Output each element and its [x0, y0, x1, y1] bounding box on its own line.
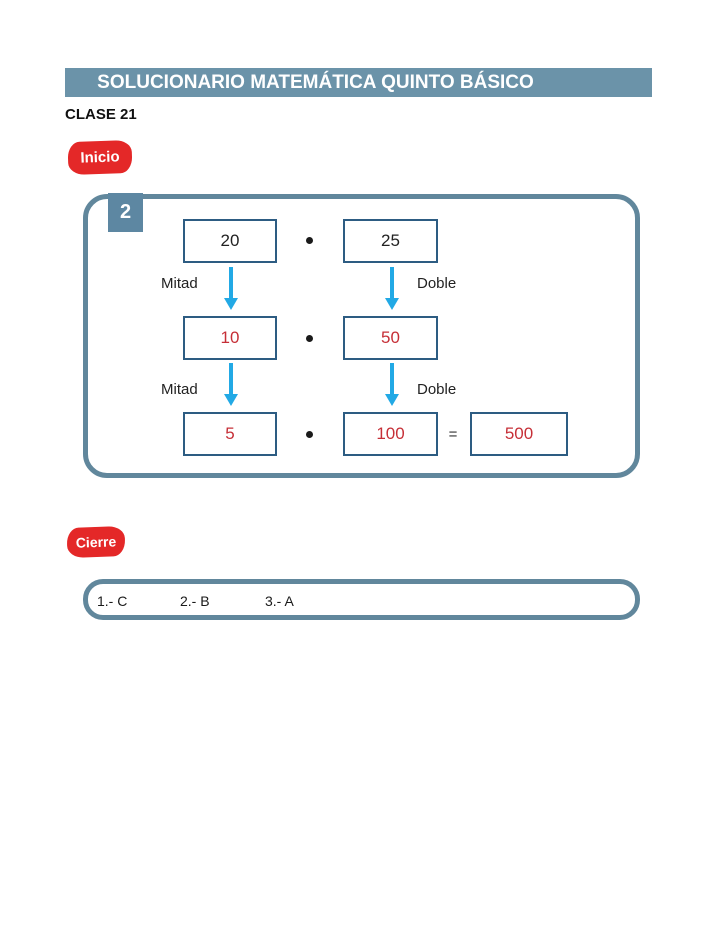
- answer-item-2: 2.- B: [180, 593, 210, 609]
- down-arrow-icon: [224, 267, 238, 310]
- down-arrow-icon: [385, 267, 399, 310]
- page-title: SOLUCIONARIO MATEMÁTICA QUINTO BÁSICO: [65, 68, 652, 97]
- multiplication-dot-icon: [306, 335, 313, 342]
- value-box-500: 500: [470, 412, 568, 456]
- doble-label-2: Doble: [417, 381, 457, 398]
- inicio-section-badge: Inicio: [67, 139, 133, 176]
- cierre-section-badge: Cierre: [66, 525, 126, 559]
- multiplication-dot-icon: [306, 237, 313, 244]
- answers-panel: [83, 579, 640, 620]
- answer-item-1: 1.- C: [97, 593, 128, 609]
- multiplication-dot-icon: [306, 431, 313, 438]
- down-arrow-icon: [224, 363, 238, 406]
- value-box-20: 20: [183, 219, 277, 263]
- value-box-50: 50: [343, 316, 438, 360]
- down-arrow-icon: [385, 363, 399, 406]
- doble-label-1: Doble: [417, 275, 457, 292]
- exercise-number-tab: 2: [108, 193, 143, 232]
- value-box-10: 10: [183, 316, 277, 360]
- class-number-label: CLASE 21: [65, 106, 137, 123]
- value-box-100: 100: [343, 412, 438, 456]
- answer-item-3: 3.- A: [265, 593, 294, 609]
- mitad-label-2: Mitad: [161, 381, 198, 398]
- mitad-label-1: Mitad: [161, 275, 198, 292]
- value-box-25: 25: [343, 219, 438, 263]
- value-box-5: 5: [183, 412, 277, 456]
- equals-sign: =: [448, 425, 458, 443]
